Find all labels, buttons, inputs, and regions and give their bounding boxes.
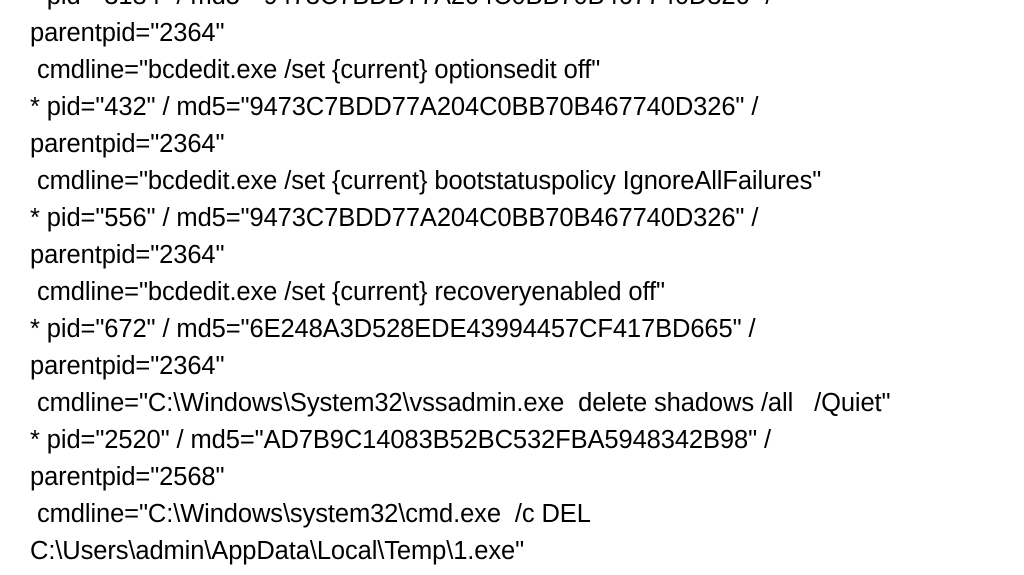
- process-header-line: * pid="3184" / md5="9473C7BDD77A204C0BB7…: [30, 0, 773, 47]
- process-cmdline-line: cmdline="bcdedit.exe /set {current} opti…: [30, 56, 601, 84]
- process-cmdline-line: cmdline="C:\Windows\System32\vssadmin.ex…: [30, 389, 891, 417]
- process-cmdline-line: cmdline="bcdedit.exe /set {current} reco…: [30, 278, 665, 306]
- log-entry: * pid="432" / md5="9473C7BDD77A204C0BB70…: [0, 89, 1024, 200]
- log-entry: * pid="2520" / md5="AD7B9C14083B52BC532F…: [0, 422, 1024, 570]
- process-header-line: * pid="432" / md5="9473C7BDD77A204C0BB70…: [30, 93, 766, 158]
- log-entry: * pid="672" / md5="6E248A3D528EDE4399445…: [0, 311, 1024, 422]
- process-header-line: * pid="2520" / md5="AD7B9C14083B52BC532F…: [30, 426, 778, 491]
- process-cmdline-line: cmdline="bcdedit.exe /set {current} boot…: [30, 167, 822, 195]
- log-entry: * pid="556" / md5="9473C7BDD77A204C0BB70…: [0, 200, 1024, 311]
- process-header-line: * pid="672" / md5="6E248A3D528EDE4399445…: [30, 315, 763, 380]
- log-entry: * pid="3184" / md5="9473C7BDD77A204C0BB7…: [0, 0, 1024, 89]
- process-cmdline-line: cmdline="C:\Windows\system32\cmd.exe /c …: [30, 500, 597, 565]
- process-header-line: * pid="556" / md5="9473C7BDD77A204C0BB70…: [30, 204, 766, 269]
